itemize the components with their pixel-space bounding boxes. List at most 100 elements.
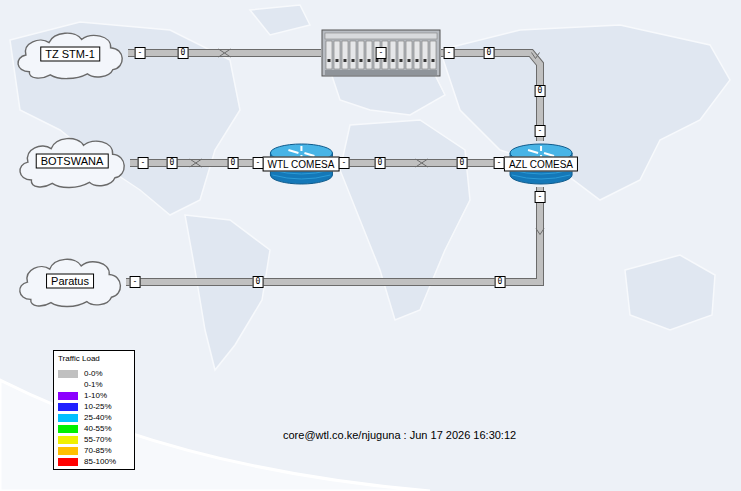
node-label: BOTSWANA [36, 154, 109, 169]
legend-swatch [58, 403, 78, 411]
bandwidth-tag: - [535, 125, 546, 137]
rack-port [336, 59, 339, 62]
rack-port [408, 59, 411, 62]
bandwidth-tag: - [444, 47, 455, 59]
legend-text: 0-1% [84, 380, 103, 390]
bandwidth-tag: - [135, 47, 146, 59]
rack-card [422, 41, 428, 69]
legend-title: Traffic Load [58, 354, 100, 364]
rack-port [328, 59, 331, 62]
bandwidth-tag: 0 [535, 85, 546, 97]
bandwidth-tag: 0 [228, 157, 239, 169]
rack-top [325, 33, 437, 39]
legend-swatch [58, 436, 78, 444]
link-midpoint [219, 49, 231, 57]
cloud-node: TZ STM-1 [12, 28, 128, 80]
link-connector [130, 159, 262, 167]
node-label: Paratus [46, 274, 94, 289]
legend-text: 25-40% [84, 413, 112, 423]
link-fill [340, 160, 503, 166]
rack-port [424, 59, 427, 62]
legend-swatch [58, 392, 78, 400]
rack-chassis [322, 30, 440, 76]
router-node: WTL COMESA [262, 141, 341, 187]
legend-text: 1-10% [84, 391, 107, 401]
legend-text: 40-55% [84, 424, 112, 434]
link-fill [126, 187, 540, 282]
node-label: - [376, 47, 387, 59]
link-connector [126, 187, 544, 282]
node-label: AZL COMESA [504, 157, 578, 172]
rack-card [366, 41, 372, 69]
link-midpoint [532, 53, 540, 59]
legend-swatch [58, 425, 78, 433]
node-label: WTL COMESA [263, 157, 340, 172]
router-node: AZL COMESA [503, 141, 579, 187]
legend-swatch [58, 447, 78, 455]
timestamp-label: core@wtl.co.ke/njuguna : Jun 17 2026 16:… [283, 429, 516, 441]
rack-port [432, 59, 435, 62]
rack-card [350, 41, 356, 69]
legend-box: Traffic Load 0-0%0-1%1-10%10-25%25-40%40-… [53, 350, 135, 470]
legend-text: 70-85% [84, 446, 112, 456]
legend-row: 55-70% [58, 435, 130, 445]
bandwidth-tag: 0 [484, 47, 495, 59]
rack-base [325, 70, 437, 75]
rack-card [398, 41, 404, 69]
rack-port [344, 59, 347, 62]
cloud-node: BOTSWANA [14, 133, 130, 189]
bandwidth-tag: 0 [375, 157, 386, 169]
link-midpoint [190, 159, 202, 167]
cloud-node: Paratus [14, 254, 126, 308]
legend-row: 85-100% [58, 457, 130, 467]
link-outline [340, 159, 503, 167]
bandwidth-tag: - [130, 276, 141, 288]
rack-card [406, 41, 412, 69]
legend-text: 10-25% [84, 402, 112, 412]
legend-text: 0-0% [84, 369, 103, 379]
link-fill [128, 50, 321, 56]
bandwidth-tag: - [535, 191, 546, 203]
link-connector [441, 53, 540, 142]
rack-port [384, 59, 387, 62]
rack-port [376, 59, 379, 62]
legend-row: 25-40% [58, 413, 130, 423]
router-stripe [512, 175, 570, 179]
link-fill [130, 160, 262, 166]
rack-card [334, 41, 340, 69]
legend-swatch [58, 414, 78, 422]
bandwidth-tag: 0 [178, 47, 189, 59]
legend-text: 85-100% [84, 457, 116, 467]
rack-port [368, 59, 371, 62]
legend-swatch [58, 458, 78, 466]
link-outline [128, 49, 321, 57]
bandwidth-tag: 0 [253, 276, 264, 288]
router-stripe [272, 175, 330, 179]
legend-row: 1-10% [58, 391, 130, 401]
link-midpoint [416, 159, 428, 167]
rack-node: - [321, 29, 441, 77]
bandwidth-tag: - [494, 157, 505, 169]
legend-row: 40-55% [58, 424, 130, 434]
link-outline [130, 159, 262, 167]
rack-card [430, 41, 436, 69]
bandwidth-tag: 0 [457, 157, 468, 169]
rack-port [400, 59, 403, 62]
rack-card [358, 41, 364, 69]
node-label: TZ STM-1 [40, 47, 100, 62]
rack-port [360, 59, 363, 62]
link-fill [441, 53, 540, 141]
continents [10, 5, 730, 370]
bandwidth-tag: 0 [167, 157, 178, 169]
rack-card [390, 41, 396, 69]
legend-row: 10-25% [58, 402, 130, 412]
cloud-outline [20, 259, 121, 306]
rack-card [326, 41, 332, 69]
legend-text: 55-70% [84, 435, 112, 445]
link-connector [340, 159, 503, 167]
rack-port [352, 59, 355, 62]
link-outline [126, 187, 540, 282]
link-outline [441, 53, 540, 141]
